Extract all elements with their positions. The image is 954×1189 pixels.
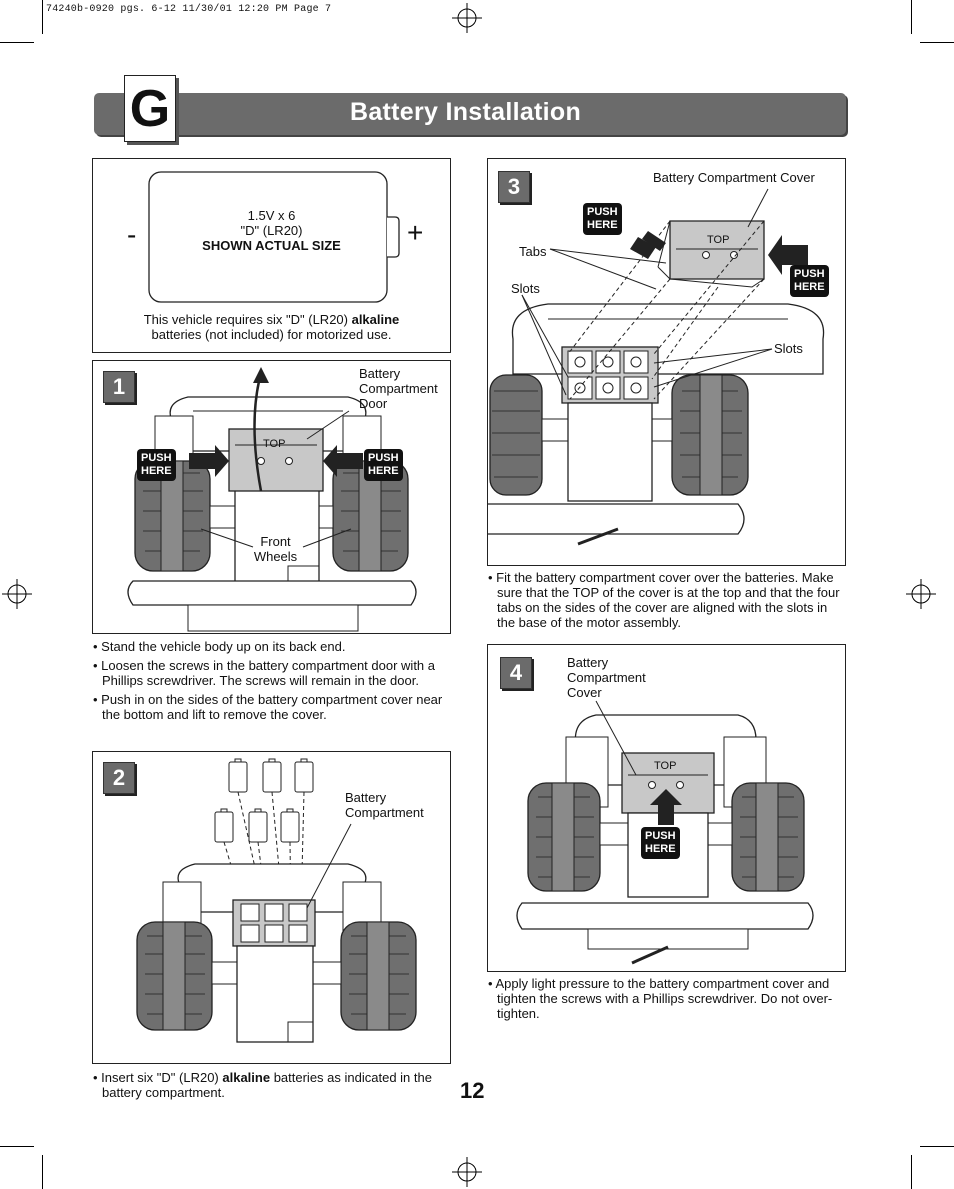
push-here-badge: PUSH HERE <box>137 449 176 481</box>
battery-actual-size-note: SHOWN ACTUAL SIZE <box>202 238 341 253</box>
d-battery-icon <box>214 758 314 843</box>
step-3-instructions: • Fit the battery compartment cover over… <box>488 570 844 634</box>
instruction-item: • Stand the vehicle body up on its back … <box>93 639 346 654</box>
battery-requirement-note: This vehicle requires six "D" (LR20) alk… <box>93 312 450 342</box>
instruction-item: • Insert six "D" (LR20) alkaline batteri… <box>93 1070 449 1100</box>
right-wheel-icon <box>340 921 417 1031</box>
crop-mark <box>920 42 954 43</box>
note-text: This vehicle requires six "D" (LR20) <box>143 312 352 327</box>
push-arrow-icon <box>650 789 682 825</box>
top-label: TOP <box>707 234 730 246</box>
vehicle-illustration <box>136 758 417 1043</box>
right-wheel-icon <box>332 460 409 572</box>
crop-mark <box>0 1146 34 1147</box>
step-1-panel: 1 Battery Compartment Door TOP Front Whe… <box>92 360 451 634</box>
instruction-item: • Apply light pressure to the battery co… <box>488 976 833 1021</box>
push-here-badge: PUSH HERE <box>641 827 680 859</box>
step-1-instructions: • Stand the vehicle body up on its back … <box>93 639 449 726</box>
top-label: TOP <box>654 760 677 772</box>
crop-mark <box>911 0 912 34</box>
step-3-panel: 3 Battery Compartment Cover Tabs Slots S… <box>487 158 846 566</box>
step-number: 2 <box>103 762 135 794</box>
step-number: 4 <box>500 657 532 689</box>
battery-size-panel: 1.5V x 6 "D" (LR20) SHOWN ACTUAL SIZE - … <box>92 158 451 353</box>
section-letter: G <box>124 75 176 142</box>
step-number: 3 <box>498 171 530 203</box>
battery-compartment-label: Battery Compartment <box>345 790 424 820</box>
d-battery-outline-icon <box>148 171 400 303</box>
front-wheels-label: Front Wheels <box>253 534 298 564</box>
push-here-badge: PUSH HERE <box>364 449 403 481</box>
left-wheel-icon <box>136 921 213 1031</box>
battery-compartment-cover-label: Battery Compartment Cover <box>653 170 815 185</box>
left-wheel-icon <box>527 782 601 892</box>
registration-mark-icon <box>452 3 482 33</box>
plus-sign: + <box>407 217 424 248</box>
push-arrow-icon <box>189 445 229 477</box>
battery-compartment-door-label: Battery Compartment Door <box>359 366 438 411</box>
instruction-bold: alkaline <box>222 1070 271 1085</box>
step-4-panel: 4 Battery Compartment Cover TOP PUSH HER… <box>487 644 846 972</box>
print-slug: 74240b-0920 pgs. 6-12 11/30/01 12:20 PM … <box>46 4 332 15</box>
battery-voltage: 1.5V x 6 <box>247 208 296 223</box>
step-2-panel: 2 Battery Compartment <box>92 751 451 1064</box>
slots-label: Slots <box>511 281 540 296</box>
instruction-item: • Loosen the screws in the battery compa… <box>93 658 435 688</box>
instruction-item: • Push in on the sides of the battery co… <box>93 692 443 722</box>
instruction-item: • Fit the battery compartment cover over… <box>488 570 840 630</box>
battery-compartment-cover-label: Battery Compartment Cover <box>567 655 646 700</box>
title-banner <box>94 93 846 135</box>
step-4-instructions: • Apply light pressure to the battery co… <box>488 976 846 1025</box>
right-wheel-icon <box>731 782 805 892</box>
right-wheel-icon <box>671 374 749 496</box>
crop-mark <box>42 0 43 34</box>
vehicle-illustration <box>488 188 825 546</box>
push-arrow-icon <box>630 231 666 259</box>
instruction-text: • Insert six "D" (LR20) <box>93 1070 223 1085</box>
left-wheel-icon <box>489 374 543 496</box>
vehicle-illustration <box>127 367 417 632</box>
page-title: Battery Installation <box>350 98 582 126</box>
registration-mark-icon <box>906 579 936 609</box>
crop-mark <box>42 1155 43 1189</box>
push-here-badge: PUSH HERE <box>583 203 622 235</box>
crop-mark <box>0 42 34 43</box>
push-arrow-icon <box>323 445 363 477</box>
page-number: 12 <box>460 1078 485 1103</box>
slots-label: Slots <box>774 341 803 356</box>
vehicle-illustration <box>516 700 814 965</box>
crop-mark <box>920 1146 954 1147</box>
minus-sign: - <box>127 219 137 250</box>
registration-mark-icon <box>2 579 32 609</box>
note-text-2: batteries (not included) for motorized u… <box>151 327 392 342</box>
note-bold: alkaline <box>351 312 400 327</box>
top-label: TOP <box>263 438 286 450</box>
registration-mark-icon <box>452 1157 482 1187</box>
step-2-instructions: • Insert six "D" (LR20) alkaline batteri… <box>93 1070 449 1104</box>
tabs-label: Tabs <box>519 244 547 259</box>
battery-type: "D" (LR20) <box>240 223 303 238</box>
push-here-badge: PUSH HERE <box>790 265 829 297</box>
crop-mark <box>911 1155 912 1189</box>
step-number: 1 <box>103 371 135 403</box>
instruction-text-2: batteries as indicated in the battery co… <box>102 1070 432 1100</box>
